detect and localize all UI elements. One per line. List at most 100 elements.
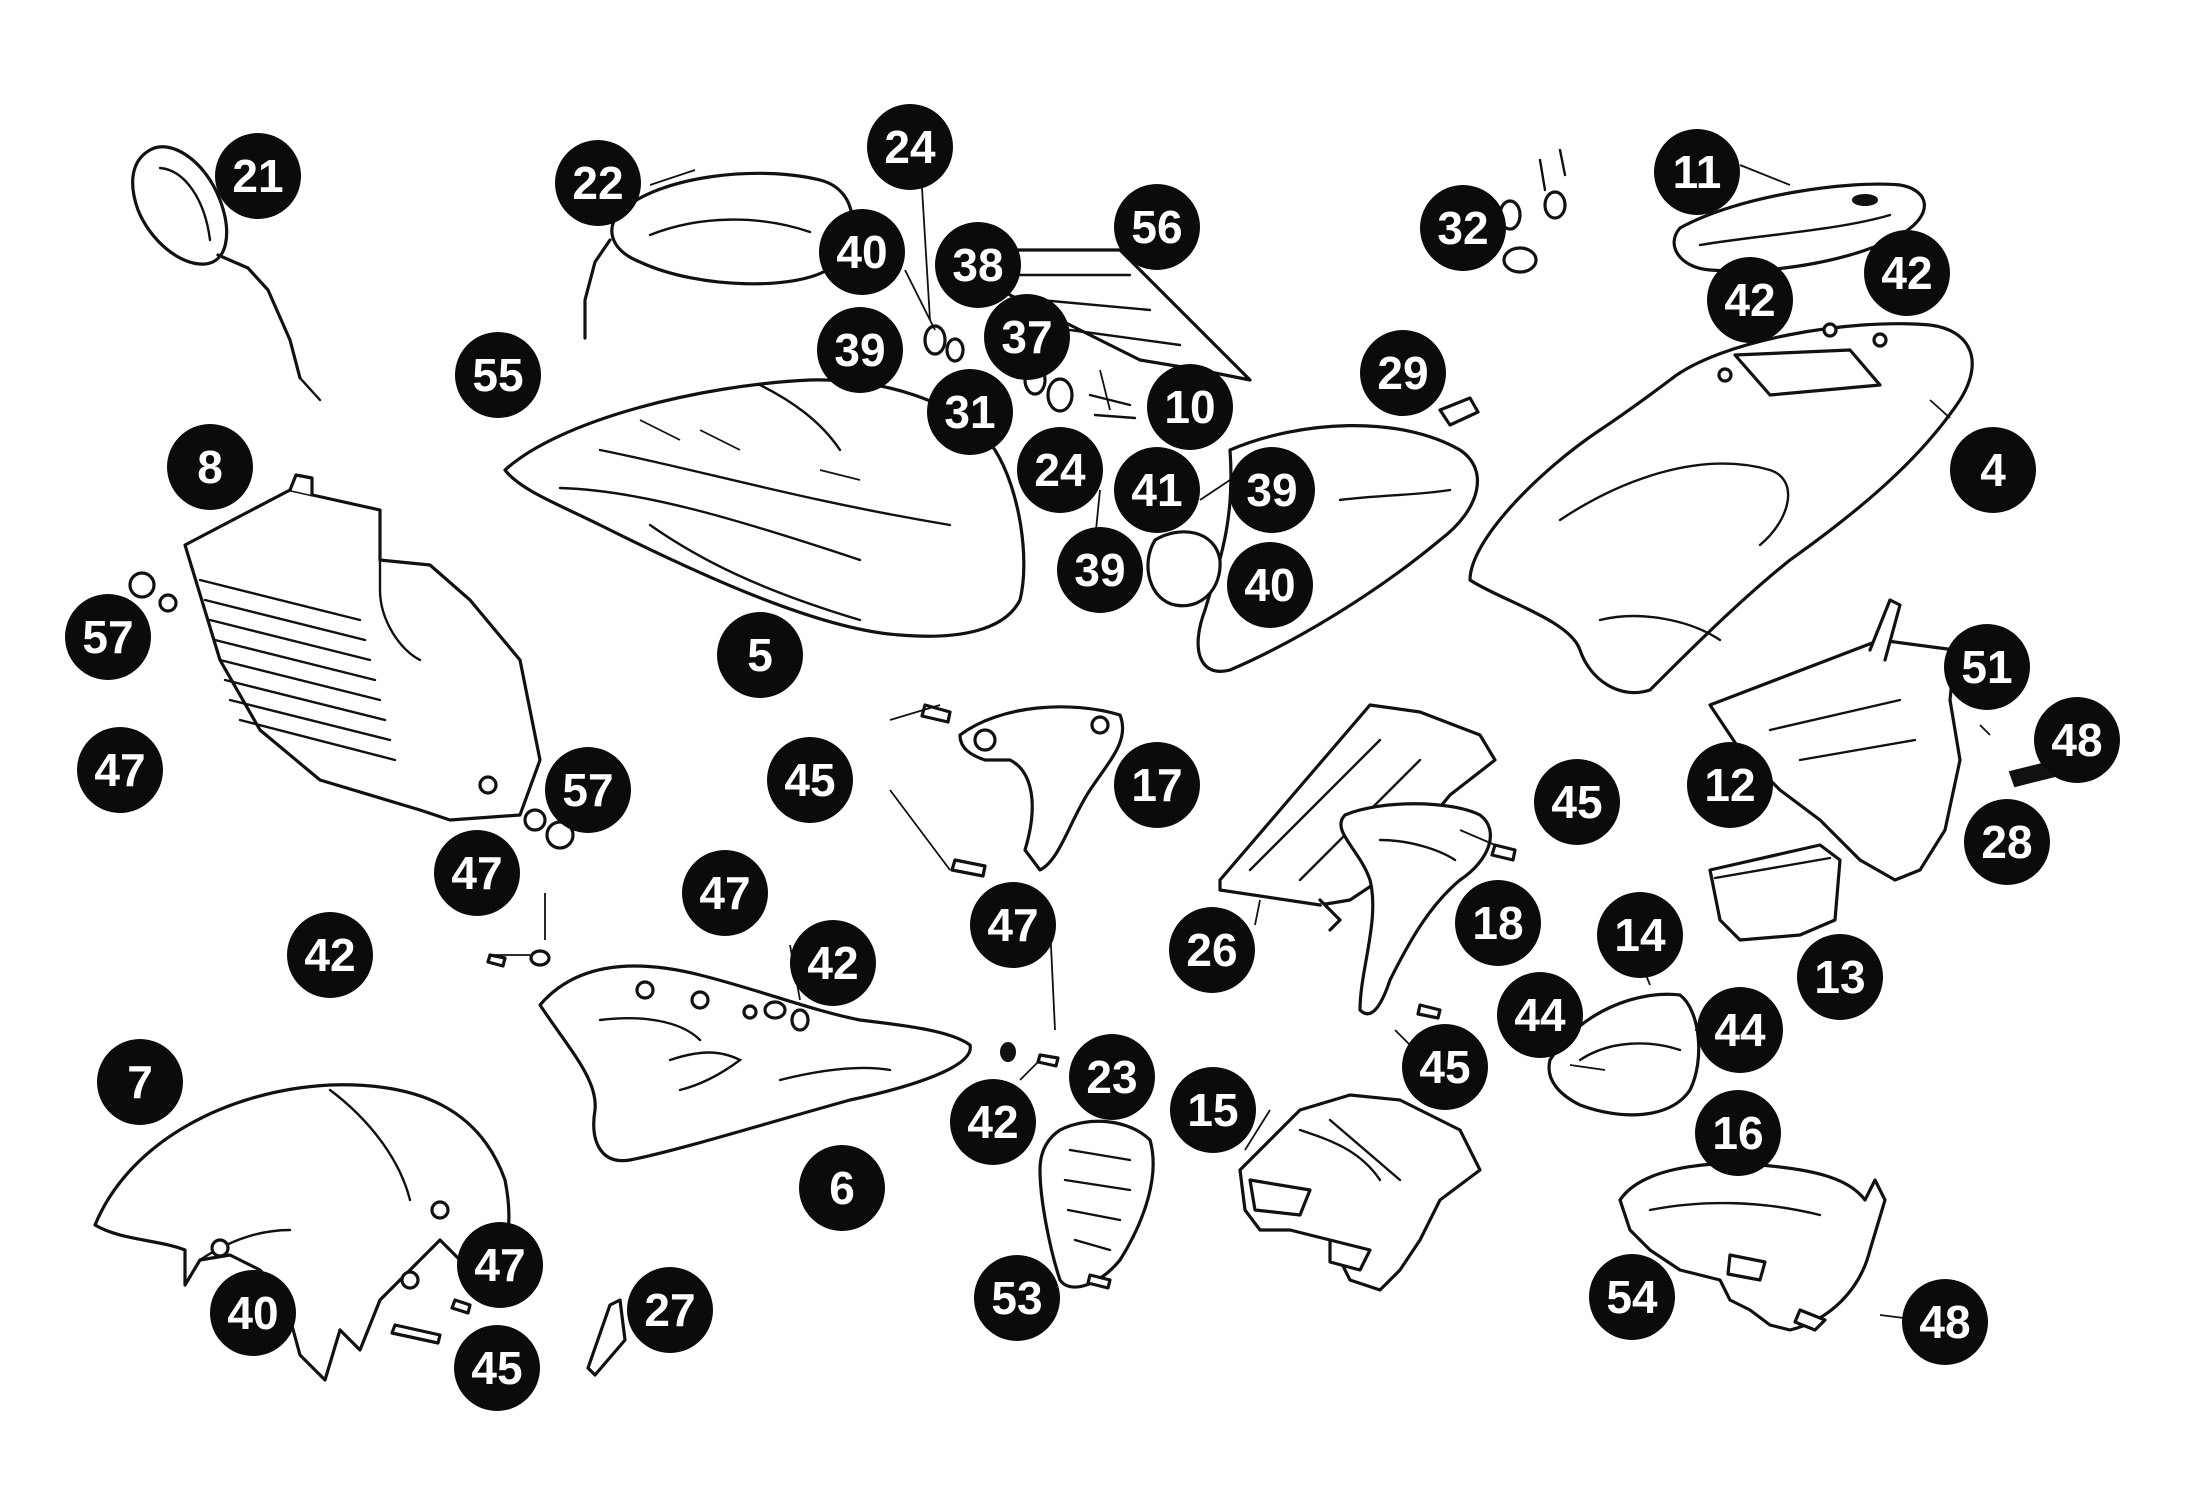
callout-57b: 57 — [545, 747, 631, 833]
callout-4: 4 — [1950, 427, 2036, 513]
callout-27-text: 27 — [644, 1284, 695, 1336]
callout-12: 12 — [1687, 742, 1773, 828]
callout-57b-text: 57 — [562, 764, 613, 816]
callout-42a-text: 42 — [1724, 274, 1775, 326]
callout-42d-text: 42 — [807, 937, 858, 989]
callout-21: 21 — [215, 133, 301, 219]
callout-47d-text: 47 — [987, 899, 1038, 951]
callout-44b: 44 — [1697, 987, 1783, 1073]
callout-39b: 39 — [1229, 447, 1315, 533]
callout-40b: 40 — [1227, 542, 1313, 628]
callout-45d: 45 — [454, 1325, 540, 1411]
callout-26: 26 — [1169, 907, 1255, 993]
callout-21-text: 21 — [232, 150, 283, 202]
callout-40-text: 40 — [836, 226, 887, 278]
callout-29: 29 — [1360, 330, 1446, 416]
callout-55: 55 — [455, 332, 541, 418]
callout-42e: 42 — [950, 1079, 1036, 1165]
callout-42b: 42 — [1864, 230, 1950, 316]
callout-37-text: 37 — [1001, 311, 1052, 363]
part-tank-cover — [503, 378, 1026, 638]
callout-54: 54 — [1589, 1254, 1675, 1340]
callout-18: 18 — [1455, 880, 1541, 966]
callout-48b-text: 48 — [1919, 1296, 1970, 1348]
callout-7: 7 — [97, 1039, 183, 1125]
callout-11-text: 11 — [1673, 146, 1722, 198]
callout-47b-text: 47 — [451, 847, 502, 899]
callout-56: 56 — [1114, 184, 1200, 270]
part-radiator-cowl — [183, 473, 542, 822]
part-battery-box — [1708, 843, 1842, 942]
callout-22-text: 22 — [572, 157, 623, 209]
callout-47a: 47 — [77, 727, 163, 813]
callout-10-text: 10 — [1164, 381, 1215, 433]
callout-42c-text: 42 — [304, 929, 355, 981]
callout-45a-text: 45 — [784, 754, 835, 806]
callout-28: 28 — [1964, 799, 2050, 885]
callout-7-text: 7 — [127, 1056, 153, 1108]
callout-38-text: 38 — [952, 239, 1003, 291]
callout-11: 11 — [1654, 129, 1740, 215]
callout-13: 13 — [1797, 934, 1883, 1020]
callout-26-text: 26 — [1186, 924, 1237, 976]
part-side-cover-18 — [1339, 802, 1492, 1016]
callout-47e-text: 47 — [474, 1239, 525, 1291]
callout-23: 23 — [1069, 1034, 1155, 1120]
callout-5-text: 5 — [747, 629, 773, 681]
callout-32: 32 — [1420, 185, 1506, 271]
callout-40b-text: 40 — [1244, 559, 1295, 611]
part-bracket-17 — [920, 703, 1125, 878]
callout-47d: 47 — [970, 882, 1056, 968]
callout-40c: 40 — [210, 1270, 296, 1356]
callout-24: 24 — [867, 104, 953, 190]
callout-10: 10 — [1147, 364, 1233, 450]
callout-14: 14 — [1597, 892, 1683, 978]
callout-51: 51 — [1944, 624, 2030, 710]
callout-17: 17 — [1114, 742, 1200, 828]
callout-42b-text: 42 — [1881, 247, 1932, 299]
callout-32-text: 32 — [1437, 202, 1488, 254]
callout-54-text: 54 — [1606, 1271, 1658, 1323]
callout-48a-text: 48 — [2051, 714, 2102, 766]
callout-44a-text: 44 — [1514, 989, 1566, 1041]
callout-12-text: 12 — [1704, 759, 1755, 811]
callout-24b: 24 — [1017, 427, 1103, 513]
callout-39: 39 — [817, 307, 903, 393]
part-rear-hugger — [1708, 598, 1962, 882]
callout-45c: 45 — [1402, 1024, 1488, 1110]
callout-56-text: 56 — [1131, 201, 1182, 253]
callout-6: 6 — [799, 1145, 885, 1231]
part-front-fender — [93, 1083, 511, 1382]
callout-8-text: 8 — [197, 441, 223, 493]
callout-31-text: 31 — [944, 386, 995, 438]
callout-42d: 42 — [790, 920, 876, 1006]
hardware-screws — [486, 843, 1517, 1068]
callout-41: 41 — [1114, 447, 1200, 533]
callout-47b: 47 — [434, 830, 520, 916]
callout-39-text: 39 — [834, 324, 885, 376]
hardware-bolts-fender — [390, 1298, 472, 1345]
part-tail-frame — [1468, 322, 1974, 695]
callout-29-text: 29 — [1377, 347, 1428, 399]
callout-15-text: 15 — [1187, 1084, 1238, 1136]
hardware-washers-mid — [523, 808, 575, 850]
part-belly-pan — [538, 964, 972, 1163]
part-rear-side-cowl — [1618, 1162, 1887, 1332]
callout-40c-text: 40 — [227, 1287, 278, 1339]
callout-47e: 47 — [457, 1222, 543, 1308]
callout-16: 16 — [1695, 1090, 1781, 1176]
callout-38: 38 — [935, 222, 1021, 308]
part-mirror-left — [131, 145, 322, 402]
callout-37: 37 — [984, 294, 1070, 380]
callout-47a-text: 47 — [94, 744, 145, 796]
part-side-panel — [1146, 424, 1479, 673]
callout-44a: 44 — [1497, 972, 1583, 1058]
callout-53: 53 — [974, 1255, 1060, 1341]
callout-42a: 42 — [1707, 257, 1793, 343]
part-pad-27 — [586, 1298, 627, 1377]
callout-31: 31 — [927, 369, 1013, 455]
callout-47c-text: 47 — [699, 867, 750, 919]
callout-57a: 57 — [65, 594, 151, 680]
callout-48a: 48 — [2034, 697, 2120, 783]
